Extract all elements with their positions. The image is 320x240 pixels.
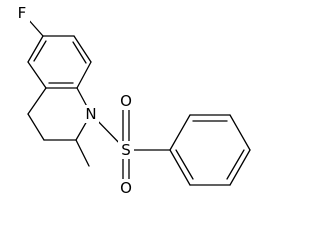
atom-oxygen-bottom: O xyxy=(117,179,135,197)
bond-ph4-ph5 xyxy=(229,149,251,186)
atom-label-n: N xyxy=(85,105,96,123)
bond-ph4-ph5-inner xyxy=(226,149,245,180)
atom-label-o-bottom: O xyxy=(120,179,132,197)
bond-c7-c8-inner xyxy=(72,41,87,64)
bond-c8-c8a xyxy=(76,61,92,89)
atom-nitrogen: N xyxy=(83,105,99,123)
atom-label-s: S xyxy=(121,141,131,159)
bond-ph3-ph4 xyxy=(229,114,251,151)
bond-ph1-ph2 xyxy=(169,114,191,151)
bond-c4-c4a xyxy=(27,87,47,115)
atom-label-f: F xyxy=(18,4,27,22)
atom-fluorine: F xyxy=(14,4,30,22)
atom-sulfur: S xyxy=(118,141,134,159)
bond-ph6-ph1-inner xyxy=(175,149,194,180)
structure-diagram: F N S O O xyxy=(14,4,251,197)
bond-c2-methyl xyxy=(75,139,90,167)
atom-label-o-top: O xyxy=(120,92,132,110)
bond-c3-c4 xyxy=(27,113,45,141)
bond-c5-c6-inner xyxy=(33,40,47,62)
bond-c7-c8 xyxy=(73,35,92,63)
bond-c5-c6 xyxy=(27,35,44,63)
atom-oxygen-top: O xyxy=(117,92,135,110)
bond-c4a-c5 xyxy=(27,61,47,89)
bond-ph6-ph1 xyxy=(169,149,191,186)
